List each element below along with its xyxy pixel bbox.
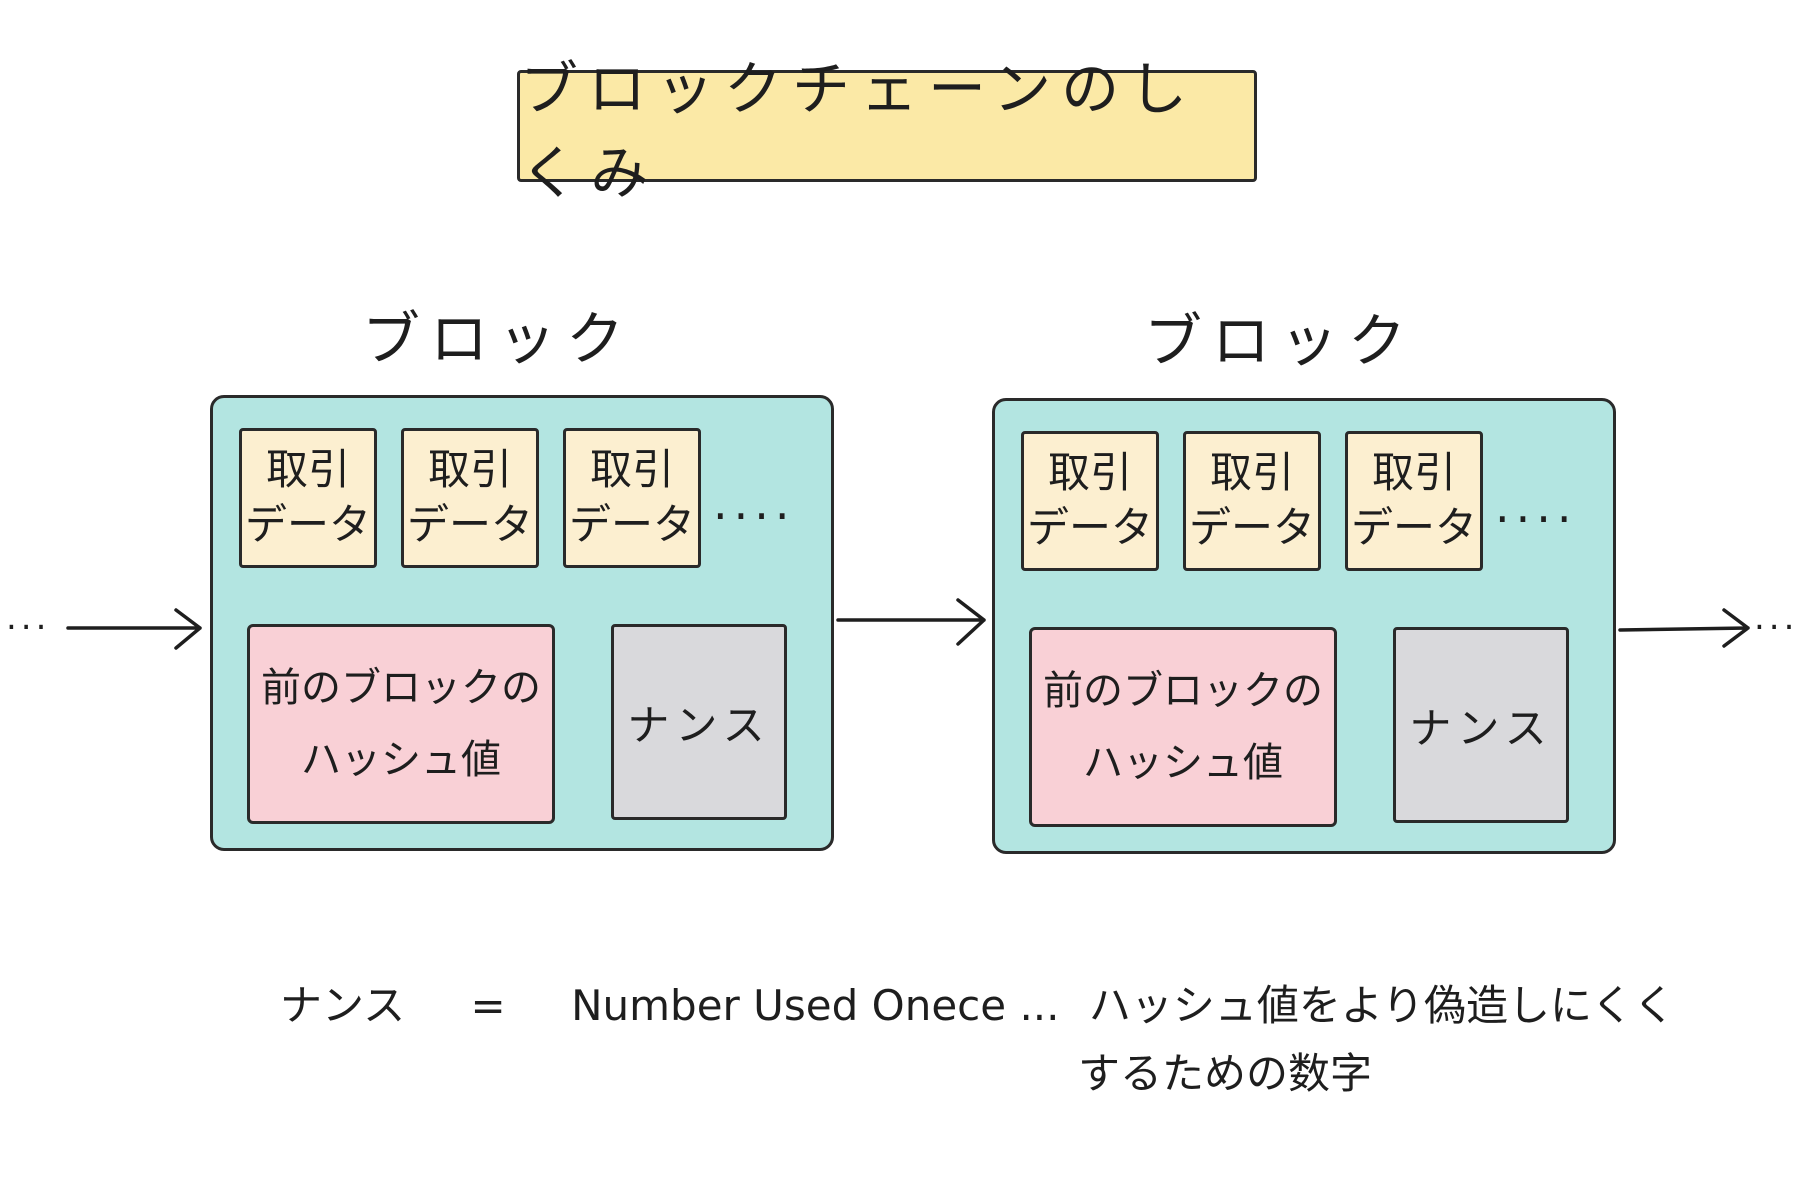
block-2: 取引 データ 取引 データ 取引 データ .... 前のブロックの ハッシュ値 … (992, 398, 1616, 854)
prev-hash-box-2: 前のブロックの ハッシュ値 (1029, 627, 1337, 827)
transaction-data-1-1: 取引 データ (239, 428, 377, 568)
arrow-into-block-1 (66, 608, 202, 650)
block-label-1: ブロック (361, 305, 634, 373)
nonce-box-1: ナンス (611, 624, 787, 820)
transaction-label: 取引 (589, 445, 674, 495)
transaction-label: データ (1350, 503, 1477, 552)
transaction-label: データ (406, 500, 533, 549)
prev-hash-label: 前のブロックの (1043, 668, 1323, 714)
transaction-data-2-2: 取引 データ (1183, 431, 1321, 571)
nonce-term: ナンス (280, 981, 406, 1030)
transaction-label: データ (244, 500, 371, 549)
transaction-label: 取引 (1209, 448, 1294, 498)
nonce-description-line-2: するための数字 (1078, 1049, 1373, 1098)
transaction-label: データ (1026, 503, 1153, 552)
diagram-title-text: ブロックチェーンのしくみ (520, 55, 1198, 207)
prev-hash-label: ハッシュ値 (1083, 740, 1283, 786)
nonce-description-line-1: ハッシュ値をより偽造しにくく (1088, 981, 1676, 1030)
chain-ellipsis-right: ... (1754, 598, 1799, 638)
more-transactions-dots: .... (1495, 479, 1578, 533)
prev-hash-box-1: 前のブロックの ハッシュ値 (247, 624, 555, 824)
transaction-label: 取引 (1047, 448, 1132, 498)
transaction-label: 取引 (265, 445, 350, 495)
more-transactions-dots: .... (713, 476, 796, 530)
nonce-definition: ナンス = Number Used Onece ... ハッシュ値をより偽造しに… (280, 972, 1675, 1033)
nonce-box-2: ナンス (1393, 627, 1569, 823)
nonce-expansion: Number Used Onece (571, 981, 1007, 1030)
block-1: 取引 データ 取引 データ 取引 データ .... 前のブロックの ハッシュ値 … (210, 395, 834, 851)
transaction-data-2-3: 取引 データ (1345, 431, 1483, 571)
nonce-label: ナンス (1409, 703, 1553, 753)
block-label-2: ブロック (1143, 307, 1416, 375)
diagram-title: ブロックチェーンのしくみ (517, 55, 1257, 207)
equals-sign: = (470, 981, 506, 1030)
arrow-block-1-to-2 (836, 598, 986, 646)
transaction-data-1-3: 取引 データ (563, 428, 701, 568)
transaction-label: 取引 (1371, 448, 1456, 498)
transaction-label: データ (1188, 503, 1315, 552)
transaction-label: データ (568, 500, 695, 549)
prev-hash-label: ハッシュ値 (301, 737, 501, 783)
nonce-label: ナンス (627, 700, 771, 750)
transaction-data-1-2: 取引 データ (401, 428, 539, 568)
transaction-label: 取引 (427, 445, 512, 495)
note-separator: ... (1019, 981, 1060, 1030)
arrow-out-of-block-2 (1618, 608, 1750, 648)
transaction-data-2-1: 取引 データ (1021, 431, 1159, 571)
prev-hash-label: 前のブロックの (261, 665, 541, 711)
chain-ellipsis-left: ... (6, 598, 51, 638)
